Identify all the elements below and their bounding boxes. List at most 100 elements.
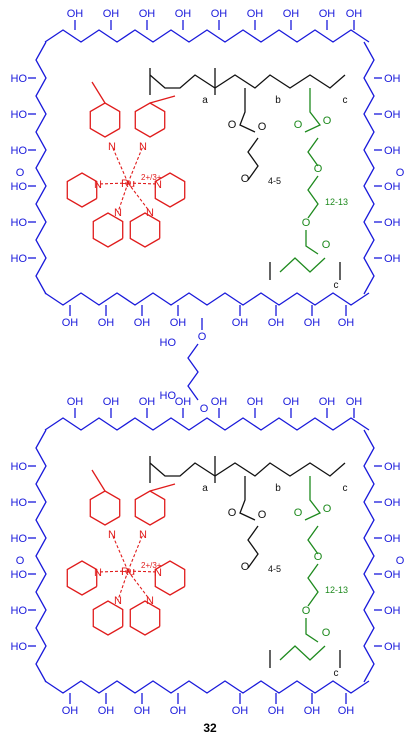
ho-label-left: HO	[11, 641, 28, 653]
oh-label-right: OH	[384, 109, 401, 121]
oh-label-bottom: OH	[304, 317, 321, 329]
oh-label-right: OH	[384, 533, 401, 545]
crosslinker-backbone	[279, 645, 326, 661]
oh-label-right: OH	[384, 145, 401, 157]
n-label: N	[154, 567, 162, 579]
ester-o: O	[258, 509, 267, 521]
coordination-bond	[117, 570, 129, 601]
oh-label-right: OH	[384, 605, 401, 617]
oh-label-top: OH	[211, 396, 228, 408]
oh-label-top: OH	[67, 8, 84, 20]
linker-ho: HO	[160, 390, 177, 402]
linker-o: O	[198, 331, 207, 343]
ether-o-right: O	[396, 555, 405, 567]
oh-label-top: OH	[211, 8, 228, 20]
ho-label-left: HO	[11, 461, 28, 473]
oh-label-right: OH	[384, 217, 401, 229]
peg-chain	[247, 137, 259, 181]
oh-label-bottom: OH	[98, 705, 115, 717]
bipyridine-ring	[134, 102, 166, 138]
bottom-polyol-chain	[44, 680, 370, 694]
ho-label-left: HO	[11, 109, 28, 121]
bipyridine-ring	[89, 102, 121, 138]
peg-o: O	[241, 173, 250, 185]
tether-bond	[149, 95, 176, 104]
ho-label-left: HO	[11, 533, 28, 545]
crosslinker-ester-top	[304, 476, 322, 521]
peg-chain	[247, 525, 259, 569]
right-polyol-chain	[363, 41, 375, 295]
ho-label-left: HO	[11, 217, 28, 229]
peg-o: O	[241, 561, 250, 573]
n-label: N	[154, 179, 162, 191]
oh-label-right: OH	[384, 461, 401, 473]
oh-label-top: OH	[247, 8, 264, 20]
charge-label: 2+/3+	[141, 561, 162, 570]
bipyridine-ring	[92, 600, 124, 636]
oh-label-top: OH	[139, 8, 156, 20]
n-label: N	[114, 207, 122, 219]
bipyridine-ring	[154, 560, 186, 596]
oh-label-top: OH	[103, 8, 120, 20]
subscript-c: c	[343, 483, 348, 494]
oh-label-bottom: OH	[268, 317, 285, 329]
right-polyol-chain	[363, 429, 375, 683]
subscript-b: b	[275, 95, 281, 106]
ho-label-left: HO	[11, 253, 28, 265]
left-polyol-chain	[35, 429, 47, 683]
ester-branch	[239, 476, 256, 521]
oh-label-right: OH	[384, 253, 401, 265]
crosslinker-o: O	[323, 115, 332, 127]
subscript-a: a	[202, 483, 208, 494]
oh-label-bottom: OH	[170, 317, 187, 329]
coordination-bond	[97, 570, 129, 573]
ho-label-left: HO	[11, 569, 28, 581]
n-label: N	[114, 595, 122, 607]
linker-chain	[187, 343, 199, 401]
n-label: N	[146, 595, 154, 607]
ho-label-left: HO	[11, 145, 28, 157]
crosslinker-o: O	[294, 507, 303, 519]
bipyridine-ring	[129, 212, 161, 248]
charge-label: 2+/3+	[141, 173, 162, 182]
oh-label-top: OH	[283, 8, 300, 20]
oh-label-top: OH	[103, 396, 120, 408]
linker-o: O	[200, 403, 209, 415]
methyl-bond	[91, 81, 106, 104]
coordination-bond	[127, 570, 159, 573]
n-label: N	[146, 207, 154, 219]
oh-label-top: OH	[319, 8, 336, 20]
crosslinker-o: O	[314, 163, 323, 175]
ho-label-left: HO	[11, 73, 28, 85]
top-polyol-chain	[44, 29, 370, 43]
ether-o-left: O	[16, 167, 25, 179]
oh-label-right: OH	[384, 497, 401, 509]
top-polyol-chain	[44, 417, 370, 431]
bipyridine-ring	[66, 560, 98, 596]
crosslinker-repeat-label: 12-13	[325, 197, 348, 207]
oh-label-right: OH	[384, 569, 401, 581]
coordination-bond	[127, 182, 159, 185]
bipyridine-ring	[92, 212, 124, 248]
bipyridine-ring	[154, 172, 186, 208]
crosslinker-o: O	[302, 217, 311, 229]
oh-label-bottom: OH	[62, 317, 79, 329]
oh-label-top: OH	[346, 8, 363, 20]
ester-o: O	[258, 121, 267, 133]
coordination-bond	[127, 570, 151, 601]
bipyridine-ring	[89, 490, 121, 526]
crosslinker-ester-top	[304, 88, 322, 133]
ether-o-left: O	[16, 555, 25, 567]
oh-label-right: OH	[384, 641, 401, 653]
tether-bond	[149, 483, 176, 492]
ether-o-right: O	[396, 167, 405, 179]
subscript-c: c	[334, 280, 339, 291]
oh-label-bottom: OH	[134, 705, 151, 717]
subscript-b: b	[275, 483, 281, 494]
ester-branch	[239, 88, 256, 133]
ho-label-left: HO	[11, 497, 28, 509]
crosslinker-backbone	[279, 257, 326, 273]
oh-label-bottom: OH	[62, 705, 79, 717]
linker-ho: HO	[160, 337, 177, 349]
